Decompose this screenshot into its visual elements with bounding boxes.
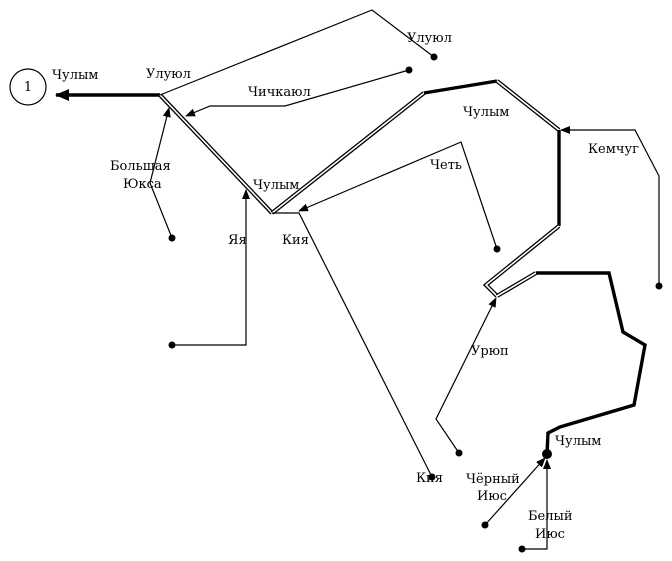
label-kemchug: Кемчуг — [588, 142, 639, 157]
yaya-source-dot — [168, 341, 176, 349]
label-uluyul-lower: Улуюл — [146, 67, 191, 82]
yaya-river — [172, 189, 250, 346]
kemchug-river — [560, 126, 660, 286]
label-cherny-iyus-line2: Июс — [477, 489, 507, 504]
kemchug-source-dot — [655, 282, 663, 290]
gauging-station: 1 — [9, 68, 47, 106]
uryup-source-dot — [455, 449, 463, 457]
label-kiya-source: Кия — [416, 471, 443, 486]
chichkayul-river — [185, 69, 410, 117]
cherny-iyus-source-dot — [481, 521, 489, 529]
label-chet: Четь — [430, 158, 462, 173]
label-uryup: Урюп — [471, 344, 509, 359]
chichkayul-source-dot — [405, 66, 413, 74]
label-bely-iyus-line1: Белый — [528, 509, 573, 524]
bely-iyus-source-dot — [518, 545, 526, 553]
bolshaya-yuksa-source-dot — [168, 234, 176, 242]
station-number: 1 — [24, 80, 32, 95]
uluyul-source-dot — [430, 53, 438, 61]
label-cherny-iyus-line1: Чёрный — [466, 472, 520, 487]
chet-river — [298, 141, 498, 250]
label-yaya: Яя — [228, 233, 247, 248]
label-kiya-mouth: Кия — [282, 233, 309, 248]
label-uluyul-upper: Улуюл — [407, 31, 452, 46]
label-chulym-mid: Чулым — [253, 178, 299, 193]
kiya-river — [272, 212, 433, 478]
uluyul-river — [159, 9, 435, 96]
chet-source-dot — [493, 245, 501, 253]
bely-iyus-river — [522, 459, 551, 550]
label-bely-iyus-line2: Июс — [535, 527, 565, 542]
label-chulym-upper-bend: Чулым — [463, 105, 509, 120]
label-chulym-source: Чулым — [555, 434, 601, 449]
label-bolshaya-yuksa-line1: Большая — [110, 159, 171, 174]
label-bolshaya-yuksa-line2: Юкса — [123, 177, 162, 192]
bolshaya-yuksa-river — [149, 107, 173, 239]
kiya-source-dot — [428, 473, 436, 481]
label-chulym-mouth: Чулым — [52, 68, 98, 83]
cherny-iyus-river — [484, 457, 546, 526]
chulym-upper-reach — [536, 271, 647, 455]
uryup-river — [435, 297, 497, 454]
chulym-channel-lower — [158, 93, 274, 215]
chulym-source-dot — [542, 449, 552, 459]
chulym-channel-upper — [270, 79, 561, 298]
label-chichkayul: Чичкаюл — [248, 85, 311, 100]
